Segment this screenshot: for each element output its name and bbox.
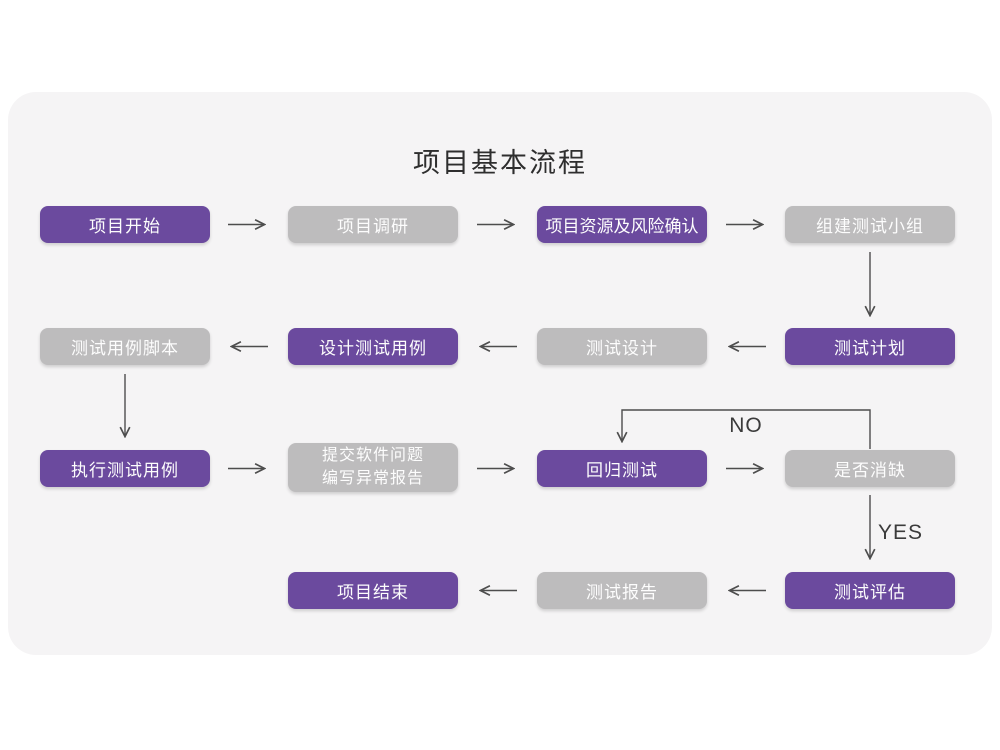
node-test-report: 测试报告 [537, 572, 707, 609]
node-label: 组建测试小组 [816, 217, 924, 236]
node-label: 测试计划 [834, 339, 906, 358]
node-label: 项目调研 [337, 217, 409, 236]
node-label: 项目开始 [89, 217, 161, 236]
flowchart-card [8, 92, 992, 655]
node-test-evaluation: 测试评估 [785, 572, 955, 609]
node-label: 测试评估 [834, 583, 906, 602]
node-label: 项目资源及风险确认 [545, 217, 699, 236]
edge-label-yes: YES [878, 521, 924, 544]
node-label: 测试报告 [586, 583, 658, 602]
diagram-title: 项目基本流程 [413, 148, 587, 178]
node-execute-test-cases: 执行测试用例 [40, 450, 210, 487]
node-project-start: 项目开始 [40, 206, 210, 243]
node-label: 执行测试用例 [71, 461, 179, 480]
node-resource-risk-confirm: 项目资源及风险确认 [537, 206, 707, 243]
node-defect-resolved: 是否消缺 [785, 450, 955, 487]
node-label: 项目结束 [337, 583, 409, 602]
node-build-test-team: 组建测试小组 [785, 206, 955, 243]
node-test-case-scripts: 测试用例脚本 [40, 328, 210, 365]
node-test-plan: 测试计划 [785, 328, 955, 365]
node-regression-test: 回归测试 [537, 450, 707, 487]
node-label: 测试用例脚本 [71, 339, 179, 358]
node-design-test-cases: 设计测试用例 [288, 328, 458, 365]
node-label: 回归测试 [586, 461, 658, 480]
node-test-design: 测试设计 [537, 328, 707, 365]
node-project-research: 项目调研 [288, 206, 458, 243]
node-label: 测试设计 [586, 339, 658, 358]
node-label-line2: 编写异常报告 [321, 469, 424, 487]
edge-label-no: NO [729, 414, 763, 437]
node-project-end: 项目结束 [288, 572, 458, 609]
node-submit-issue-report: 提交软件问题 编写异常报告 [288, 443, 458, 492]
node-label-line1: 提交软件问题 [321, 447, 424, 465]
node-label: 设计测试用例 [319, 339, 427, 358]
node-label: 是否消缺 [834, 461, 906, 480]
